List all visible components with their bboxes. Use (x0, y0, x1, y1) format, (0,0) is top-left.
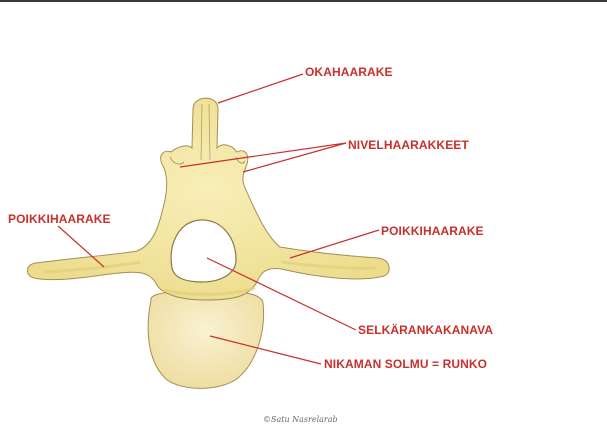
label-poikkihaarake-right: POIKKIHAARAKE (381, 224, 484, 238)
label-nikaman-solmu: NIKAMAN SOLMU = RUNKO (324, 357, 487, 371)
leader-nivelhaarakkeet-right (243, 143, 346, 172)
leader-okahaarake (218, 74, 303, 103)
label-selkarankakanava: SELKÄRANKAKANAVA (358, 323, 493, 337)
vertebral-body (148, 292, 263, 388)
leader-poikkihaarake-right (290, 230, 379, 258)
artist-signature: ©Satu Nasrelarab (263, 415, 338, 424)
label-poikkihaarake-left: POIKKIHAARAKE (8, 212, 111, 226)
label-okahaarake: OKAHAARAKE (305, 65, 393, 79)
label-nivelhaarakkeet: NIVELHAARAKKEET (348, 138, 469, 152)
